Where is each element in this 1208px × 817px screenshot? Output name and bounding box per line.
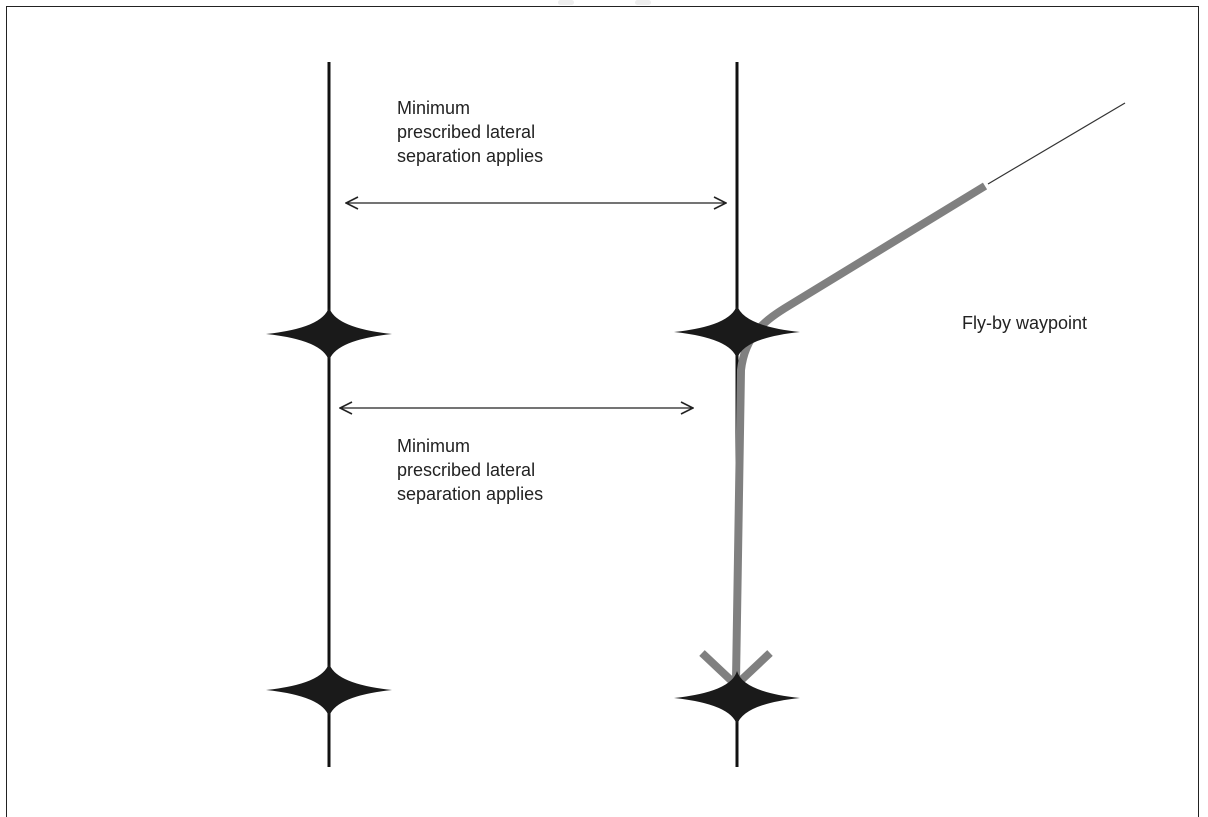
label-line: prescribed lateral	[397, 460, 536, 480]
label-line: Minimum	[397, 436, 471, 456]
flyby-flight-path	[732, 182, 988, 681]
waypoint-lower-left	[266, 663, 392, 717]
waypoint-upper-right	[674, 305, 800, 359]
edge-smudge	[558, 0, 574, 5]
top-edge	[0, 0, 1208, 6]
waypoint-upper-left	[266, 307, 392, 361]
diagram-frame	[6, 6, 1199, 817]
flyby-waypoint-label: Fly-by waypoint	[961, 313, 1087, 333]
separation-label-bottom: Minimum prescribed lateral separation ap…	[397, 434, 543, 506]
label-line: separation applies	[397, 484, 544, 504]
label-line: separation applies	[397, 146, 544, 166]
incoming-track-line	[987, 102, 1126, 185]
label-line: prescribed lateral	[397, 122, 536, 142]
waypoint-lower-right	[674, 671, 800, 725]
label-line: Minimum	[397, 98, 471, 118]
separation-label-top: Minimum prescribed lateral separation ap…	[397, 96, 543, 168]
edge-smudge	[635, 0, 651, 5]
